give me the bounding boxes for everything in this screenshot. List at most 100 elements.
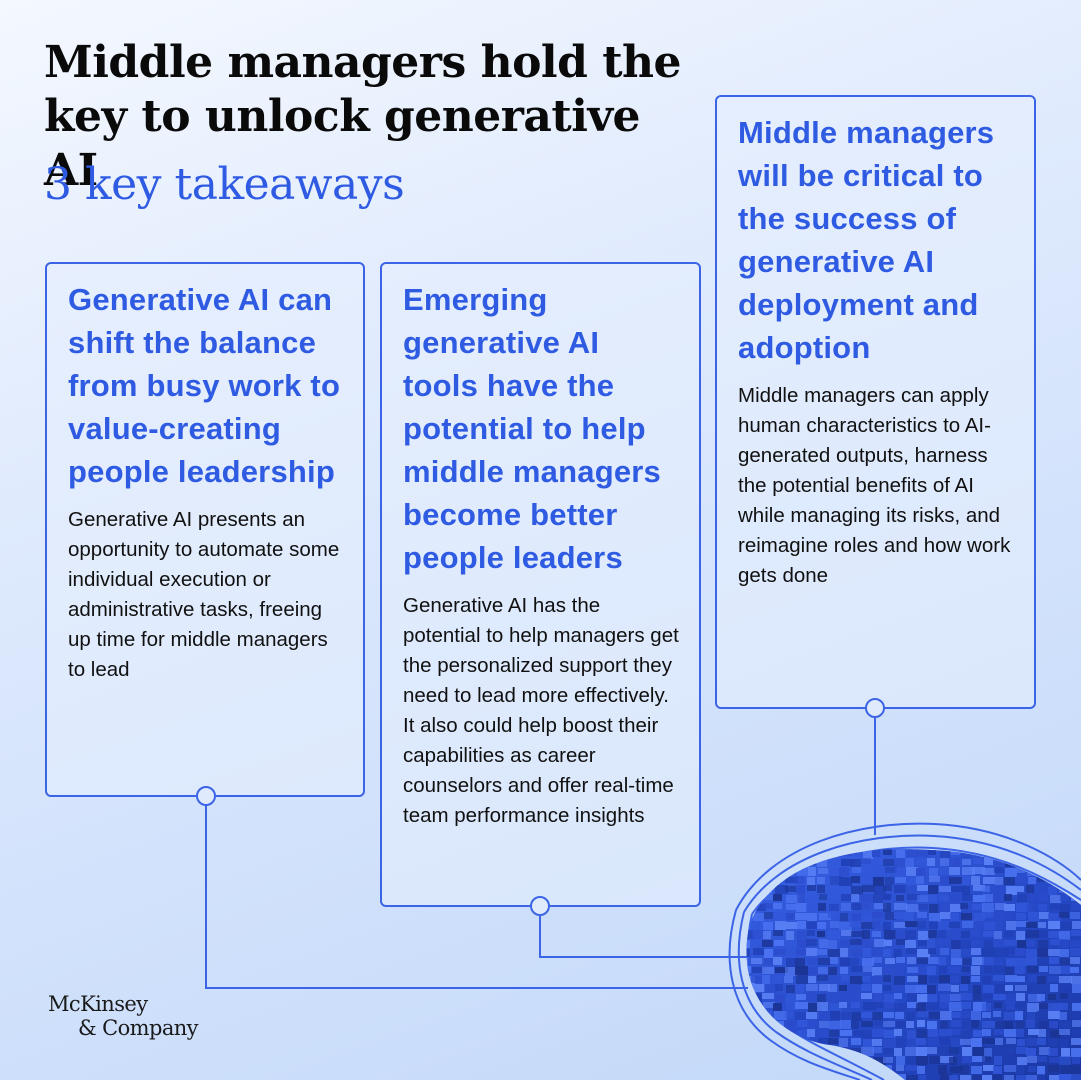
brain-pixel [806, 948, 817, 956]
brain-pixel [1039, 966, 1048, 972]
brain-pixel [995, 948, 1008, 957]
brain-pixel [829, 904, 839, 911]
brain-pixel [1026, 1020, 1035, 1028]
brain-pixel [993, 1066, 1002, 1074]
brain-pixel [907, 1030, 917, 1039]
brain-pixel [873, 895, 883, 903]
brain-pixel [960, 1075, 972, 1080]
brain-pixel [940, 1002, 952, 1008]
brain-pixel [995, 877, 1003, 885]
brain-pixel [840, 994, 850, 1000]
brain-pixel [786, 931, 794, 940]
brain-pixel [1071, 930, 1081, 936]
brain-pixel [951, 1029, 962, 1035]
connector-line-2 [539, 916, 752, 958]
brain-pixel [962, 859, 971, 865]
takeaway-card-1: Generative AI can shift the balance from… [45, 262, 365, 797]
brain-pixel [1005, 868, 1017, 877]
brain-pixel [806, 1065, 819, 1074]
brain-pixel [841, 930, 852, 936]
brain-pixel [850, 939, 862, 945]
brain-pixel [894, 922, 906, 928]
brain-pixel [961, 913, 974, 920]
brain-pixel [874, 1020, 887, 1026]
brain-pixel [795, 1074, 804, 1080]
brain-pixel [1037, 958, 1050, 966]
brain-pixel [763, 840, 773, 846]
brain-pixel [807, 877, 815, 885]
brain-pixel [741, 841, 749, 847]
brain-pixel [885, 958, 895, 964]
brain-pixel [1028, 877, 1036, 884]
brain-pixel [829, 1030, 839, 1037]
brain-pixel [839, 867, 849, 876]
brain-pixel [829, 1021, 841, 1029]
brain-pixel [830, 849, 840, 855]
brain-pixel [906, 867, 918, 876]
brain-pixel [1072, 994, 1081, 1003]
brain-pixel [951, 949, 961, 958]
brain-pixel [786, 994, 799, 1003]
brain-pixel [828, 885, 836, 891]
brain-pixel [883, 885, 892, 891]
brain-pixel [1050, 939, 1060, 945]
brain-pixel [808, 867, 816, 876]
brain-pixel [872, 1012, 883, 1020]
brain-pixel [830, 957, 838, 964]
brain-pixel [962, 886, 970, 895]
brain-pixel [949, 894, 960, 902]
brain-pixel [1015, 985, 1028, 991]
brain-pixel [1072, 1066, 1081, 1074]
brain-pixel [797, 931, 807, 940]
brain-pixel [862, 940, 875, 949]
brain-pixel [884, 1074, 896, 1080]
brain-pixel [950, 994, 961, 1001]
connector-node-2 [530, 896, 550, 916]
takeaway-heading-2: Emerging generative AI tools have the po… [403, 282, 661, 575]
brain-pixel [1015, 1011, 1023, 1020]
brain-pixel [973, 885, 985, 891]
brain-pixel [746, 1021, 749, 1028]
brain-pixel [806, 984, 818, 991]
brain-pixel [894, 903, 907, 910]
brain-pixel [751, 849, 761, 858]
brain-pixel [962, 867, 975, 875]
brain-pixel [775, 885, 788, 894]
brain-pixel [949, 840, 960, 849]
brain-pixel [818, 868, 830, 874]
brain-pixel [896, 1021, 907, 1028]
brain-pixel [752, 930, 765, 939]
brain-pixel [949, 877, 962, 884]
brain-pixel [1038, 904, 1047, 911]
brain-pixel [928, 948, 936, 954]
brain-pixel [1026, 949, 1038, 958]
brain-pixel [795, 1012, 808, 1020]
brain-pixel [1016, 993, 1025, 1001]
brain-pixel [830, 921, 839, 928]
brain-pixel [1059, 931, 1070, 940]
brain-pixel [1017, 940, 1027, 948]
brain-pixel [907, 976, 919, 982]
brain-pixel [797, 1030, 810, 1039]
brain-pixel [894, 858, 906, 867]
brain-pixel [818, 958, 831, 965]
brain-pixel [829, 976, 839, 984]
brain-pixel [1004, 948, 1015, 954]
brain-pixel [764, 984, 777, 993]
brain-pixel [850, 921, 862, 927]
brain-pixel [906, 904, 919, 912]
brain-pixel [951, 1020, 962, 1027]
brain-pixel [883, 1065, 892, 1073]
brain-pixel [1015, 886, 1024, 892]
brain-pixel [1028, 1066, 1036, 1072]
brain-pixel [773, 957, 782, 965]
brain-pixel [1049, 1057, 1059, 1063]
brain-pixel [894, 1003, 907, 1011]
brain-pixel [950, 913, 959, 921]
brain-pixel [982, 976, 991, 984]
brain-pixel [851, 876, 860, 883]
brain-pixel [851, 849, 863, 856]
brain-pixel [786, 922, 798, 929]
brain-pixel [982, 1021, 995, 1028]
brain-pixel [851, 931, 864, 937]
